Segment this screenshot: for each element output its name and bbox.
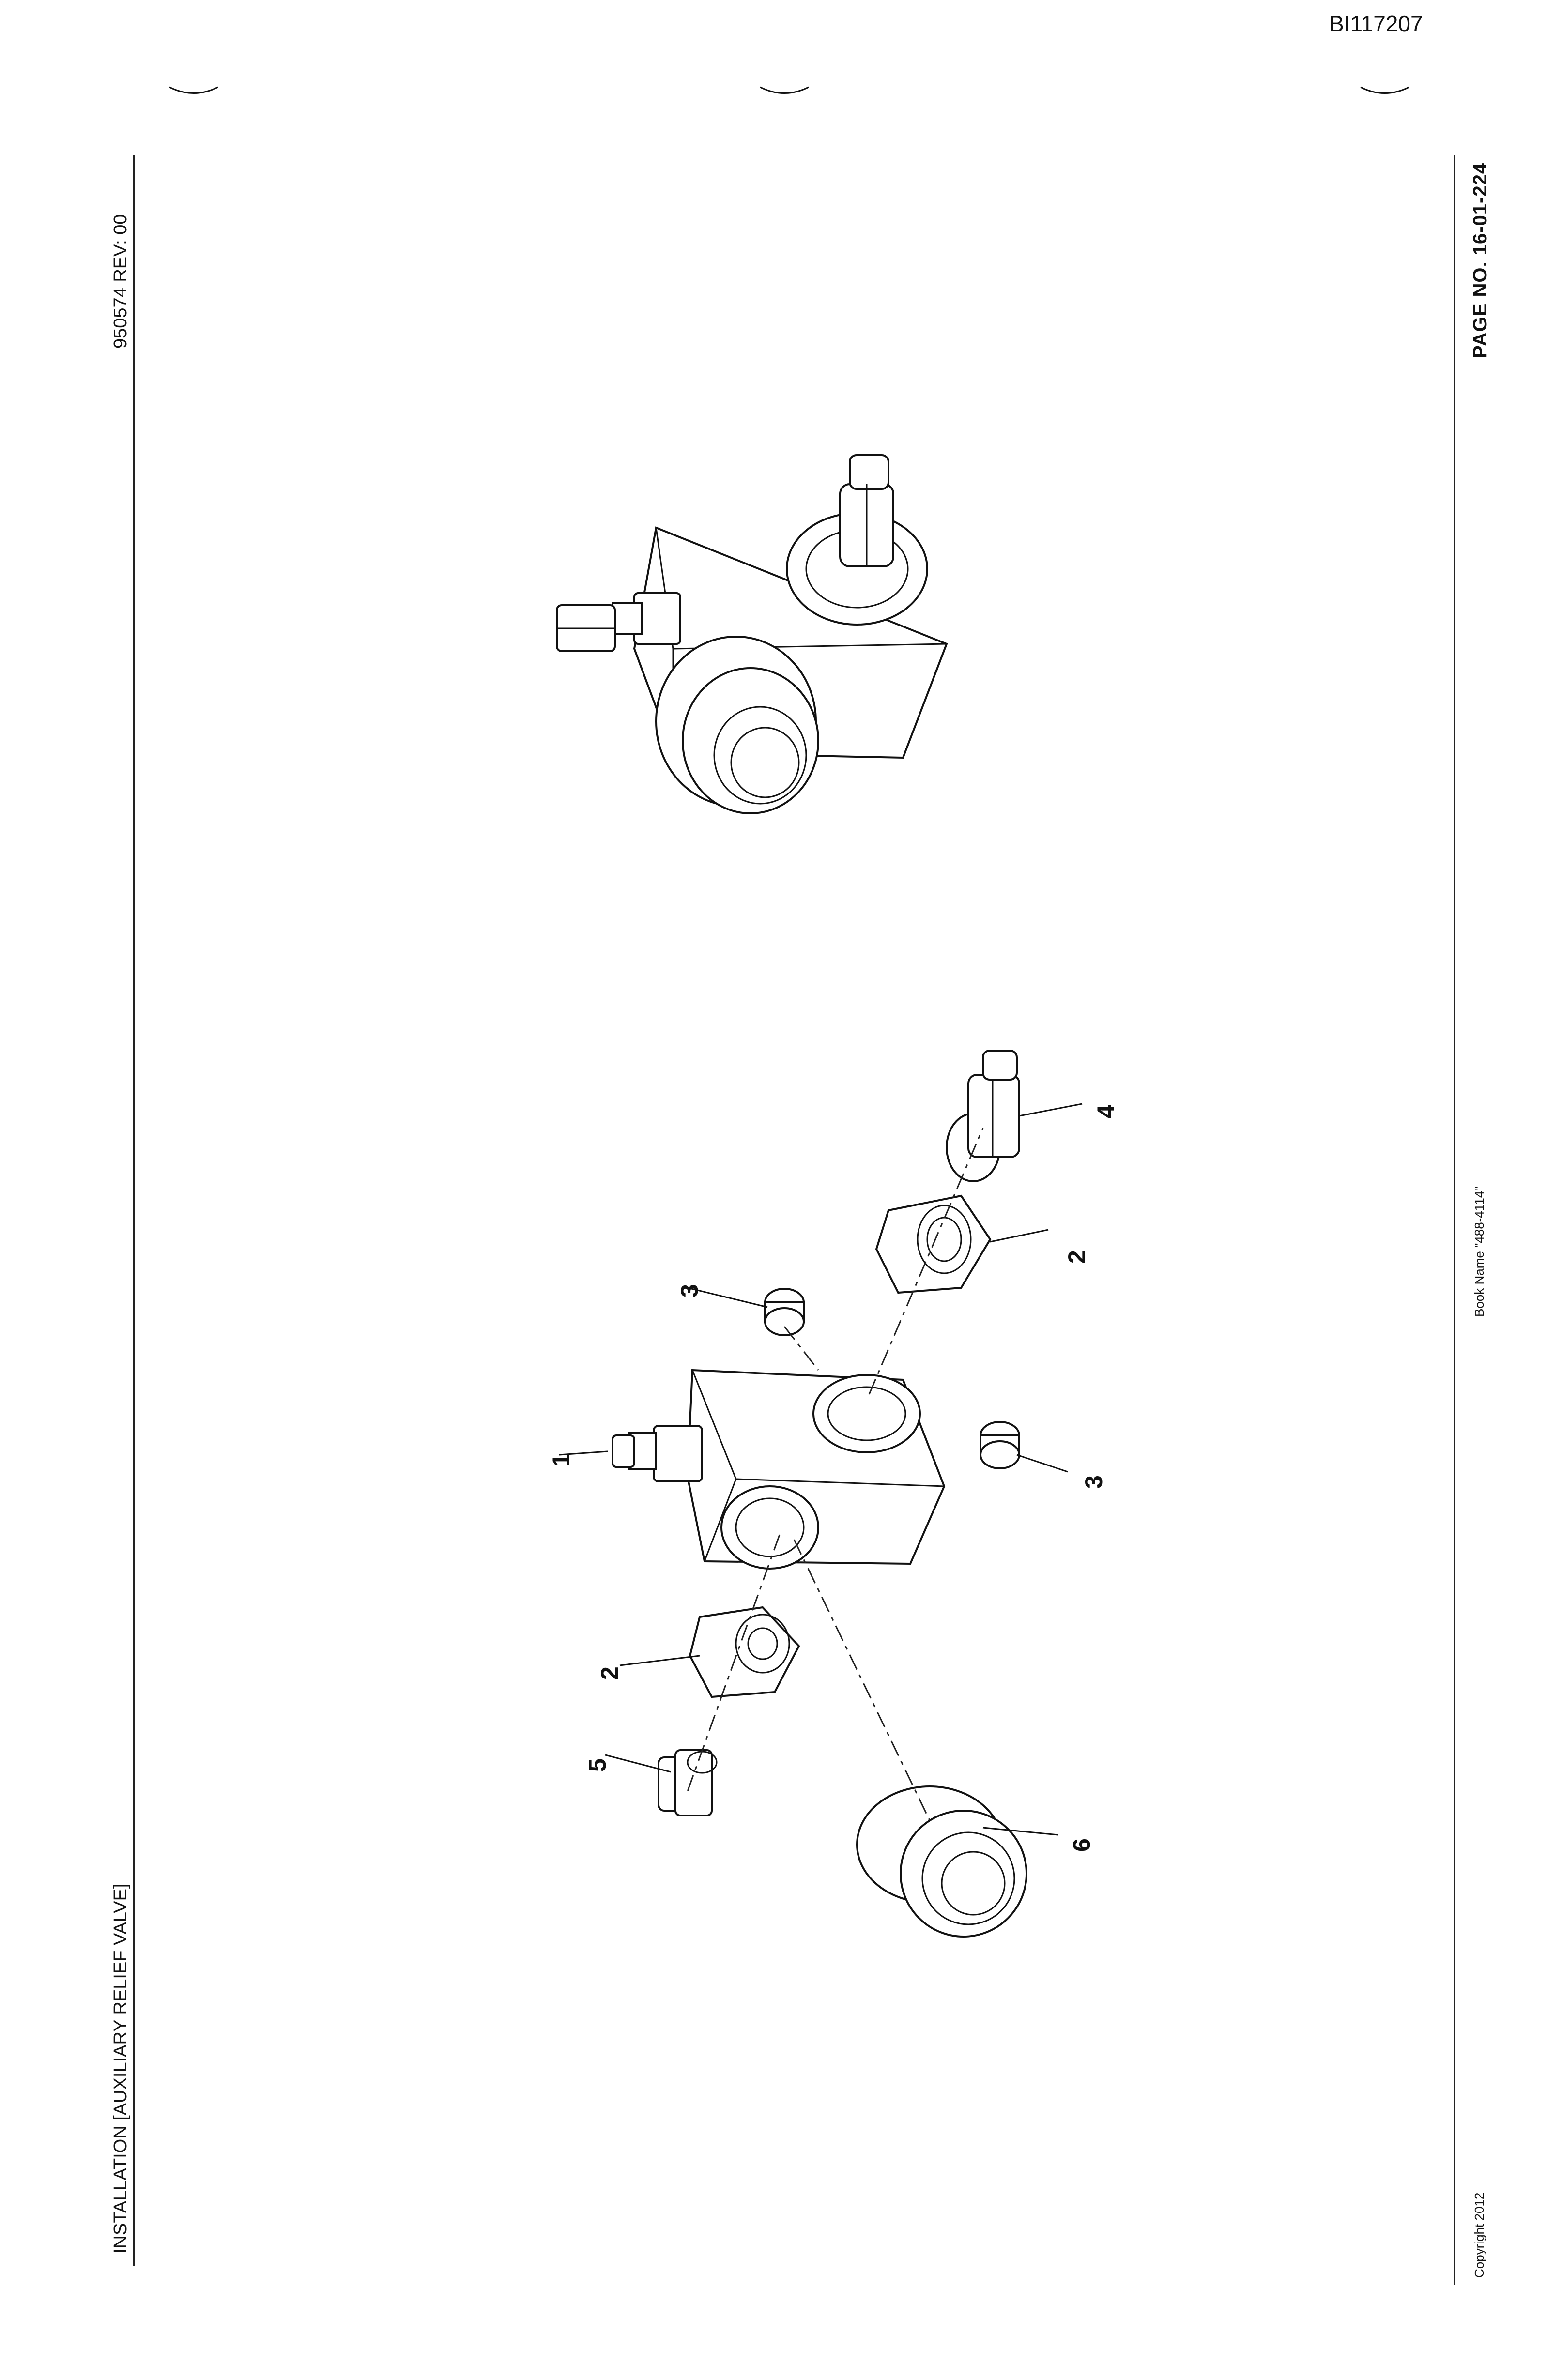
callout-4: 4 [1092,1105,1119,1118]
leader-3-lower [1016,1454,1068,1473]
footer-rule [1454,155,1455,2285]
leader-1 [559,1450,608,1456]
centerline-relief [868,1128,984,1395]
part-5-connector [658,1749,718,1816]
callout-3-upper: 3 [676,1284,703,1297]
part-3-cap-upper [764,1288,805,1336]
leader-5 [605,1754,671,1773]
leader-2-right [990,1229,1049,1243]
exploded-valve-view [559,1050,1083,1938]
centerline-caps [783,1326,819,1371]
part-2-adapter-left [689,1606,800,1698]
centerline-connector [687,1534,781,1792]
punch-marks [169,86,1409,94]
centerline-fitting [793,1539,931,1821]
callout-6: 6 [1068,1838,1095,1852]
header-rule [133,155,135,2266]
plug-assembled [556,592,681,652]
part-3-cap-lower [980,1421,1020,1469]
assembled-valve-view [556,454,948,814]
leader-3-upper [687,1287,768,1308]
callout-1: 1 [548,1453,575,1467]
part-6-fitting [856,1785,1027,1938]
leader-4 [1019,1103,1083,1117]
callout-3-lower: 3 [1080,1475,1107,1489]
callout-5: 5 [584,1758,611,1772]
part-1-plug [612,1425,703,1482]
fitting-assembled [655,636,819,814]
callout-2-left: 2 [596,1666,623,1680]
leader-6 [982,1827,1058,1836]
callout-2-right: 2 [1063,1250,1090,1264]
part-4-relief-valve [946,1050,1020,1182]
leader-2-left [619,1655,700,1666]
document-id: BI117207 [1329,11,1423,36]
relief-valve-assembled [786,454,928,626]
